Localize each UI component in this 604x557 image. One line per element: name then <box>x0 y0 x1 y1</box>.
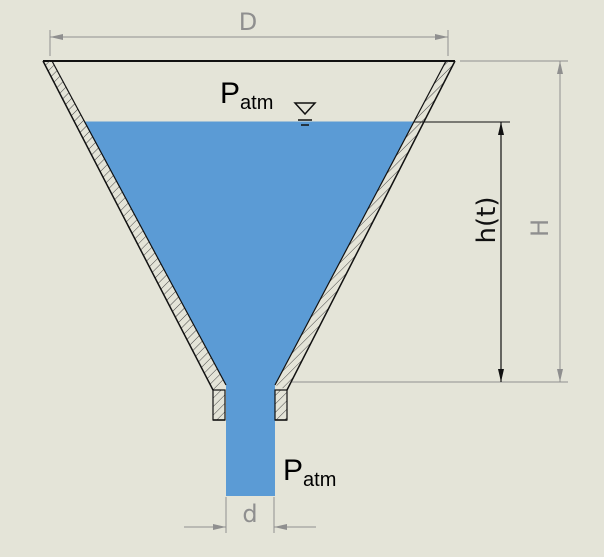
funnel-left-wall <box>42 60 227 391</box>
dimension-H: H <box>292 60 568 383</box>
water-body <box>84 122 414 496</box>
funnel-right-wall <box>274 60 456 391</box>
label-D: D <box>239 8 257 36</box>
label-d: d <box>242 500 257 528</box>
pressure-label-top: Patm <box>220 77 273 114</box>
label-h-t: h(t) <box>472 197 502 244</box>
label-H: H <box>526 219 554 237</box>
dimension-h-t: h(t) <box>414 121 510 382</box>
funnel-spout <box>212 389 288 421</box>
free-surface-triangle-icon <box>293 102 317 126</box>
dimension-d: d <box>184 497 316 533</box>
dimension-D: D <box>49 8 449 56</box>
pressure-label-bottom: Patm <box>283 454 336 491</box>
